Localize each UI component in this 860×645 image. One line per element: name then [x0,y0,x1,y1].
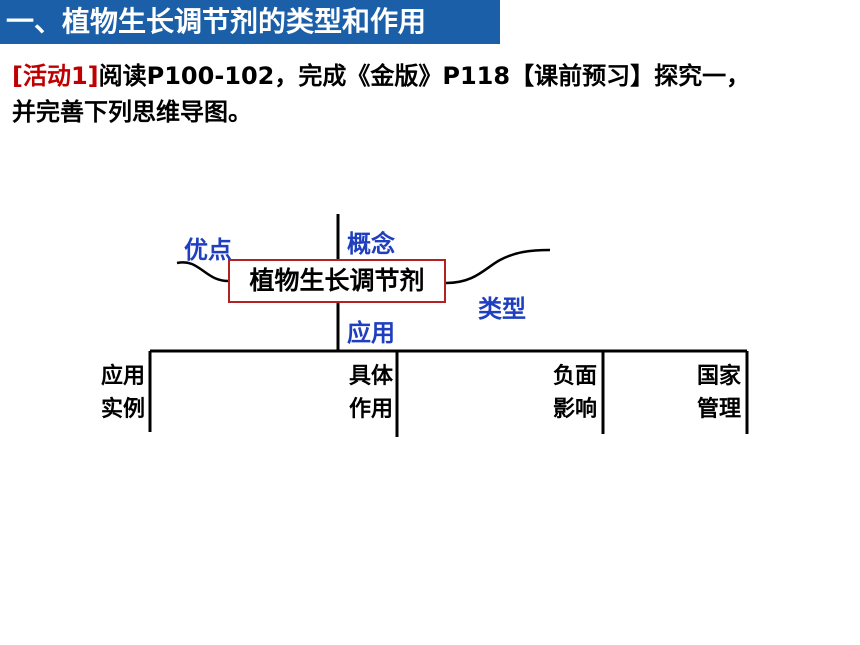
branch-type: 类型 [478,295,526,323]
column-negative-impacts: 负面 影响 [537,360,597,426]
activity-tag: [活动1] [12,62,99,90]
activity-instructions: [活动1]阅读P100-102，完成《金版》P118【课前预习】探究一， 并完善… [12,58,842,130]
column-label-line: 影响 [552,397,597,422]
column-application-examples: 应用 实例 [85,360,145,426]
column-label-line: 作用 [348,397,393,422]
page-title: 一、植物生长调节剂的类型和作用 [0,0,500,44]
column-label-line: 实例 [100,397,145,422]
column-specific-effects: 具体 作用 [333,360,393,426]
column-label-line: 管理 [696,397,741,422]
advantage-curve [176,261,231,283]
column-label-line: 负面 [552,364,597,389]
activity-text-line2: 并完善下列思维导图。 [12,98,252,126]
branch-application: 应用 [347,319,395,347]
branch-concept: 概念 [347,230,395,258]
column-label-line: 具体 [348,364,393,389]
center-node: 植物生长调节剂 [228,259,446,303]
column-label-line: 国家 [696,364,741,389]
activity-text-line1: 阅读P100-102，完成《金版》P118【课前预习】探究一， [98,62,751,90]
column-state-management: 国家 管理 [681,360,741,426]
branch-advantage: 优点 [184,236,232,264]
column-label-line: 应用 [100,364,145,389]
type-curve [445,248,551,285]
